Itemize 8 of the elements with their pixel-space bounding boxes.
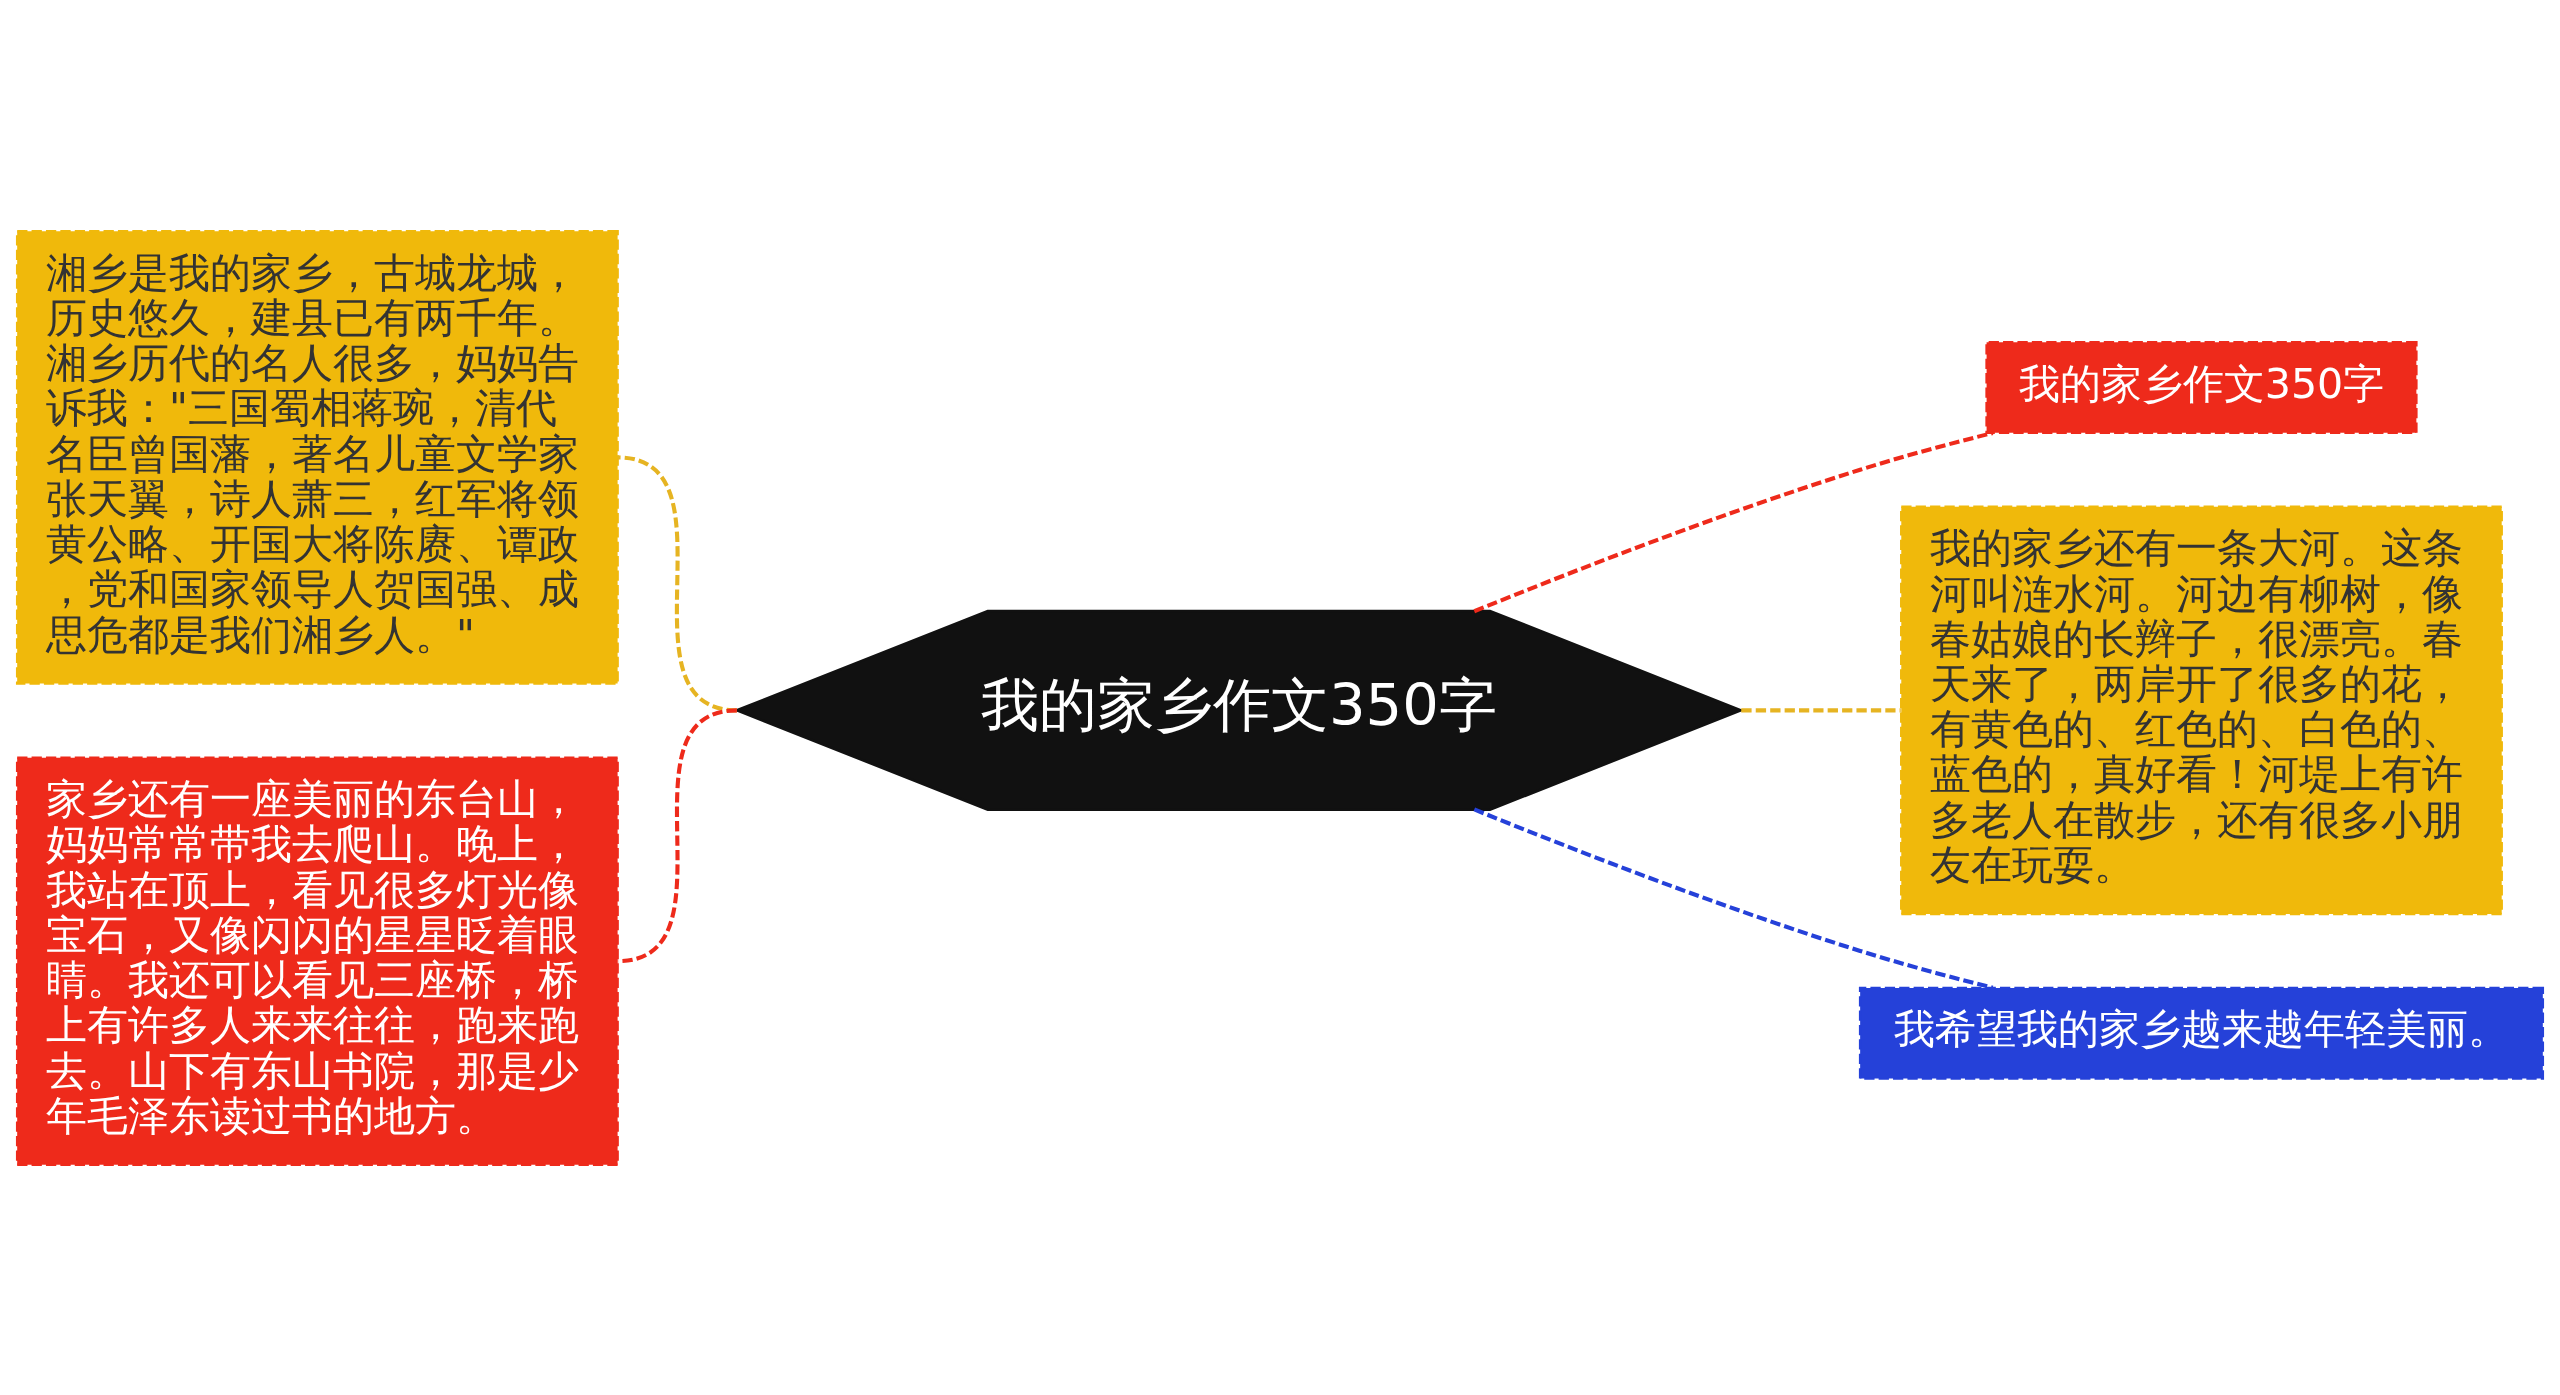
node-box: 湘乡是我的家乡，古城龙城，历史悠久，建县已有两千年。湘乡历代的名人很多，妈妈告诉我："三国蜀相蒋琬，清代名臣曾国藩，著名儿童文学家张天翼，诗人萧三，红军将领黄公略、开国大将陈赓、谭政，党和国家领导人贺国强、成思危都是我们湘乡人。" — [15, 229, 619, 685]
node-box: 我希望我的家乡越来越年轻美丽。 — [1858, 986, 2545, 1080]
connector — [1473, 430, 1994, 613]
connector — [1473, 807, 1994, 990]
node-box: 我的家乡还有一条大河。这条河叫涟水河。河边有柳树，像春姑娘的长辫子，很漂亮。春天来了，两岸开了很多的花，有黄色的、红色的、白色的、蓝色的，真好看！河堤上有许多老人在散步，还有很多小朋友在玩耍。 — [1900, 505, 2503, 915]
node-box: 我的家乡作文350字 — [1985, 340, 2418, 434]
connector — [1741, 707, 1901, 712]
node-box: 家乡还有一座美丽的东台山，妈妈常常带我去爬山。晚上，我站在顶上，看见很多灯光像宝石，又像闪闪的星星眨着眼睛。我还可以看见三座桥，桥上有许多人来来往往，跑来跑去。山下有东山书院，那是少年毛泽东读过书的地方。 — [15, 755, 619, 1166]
